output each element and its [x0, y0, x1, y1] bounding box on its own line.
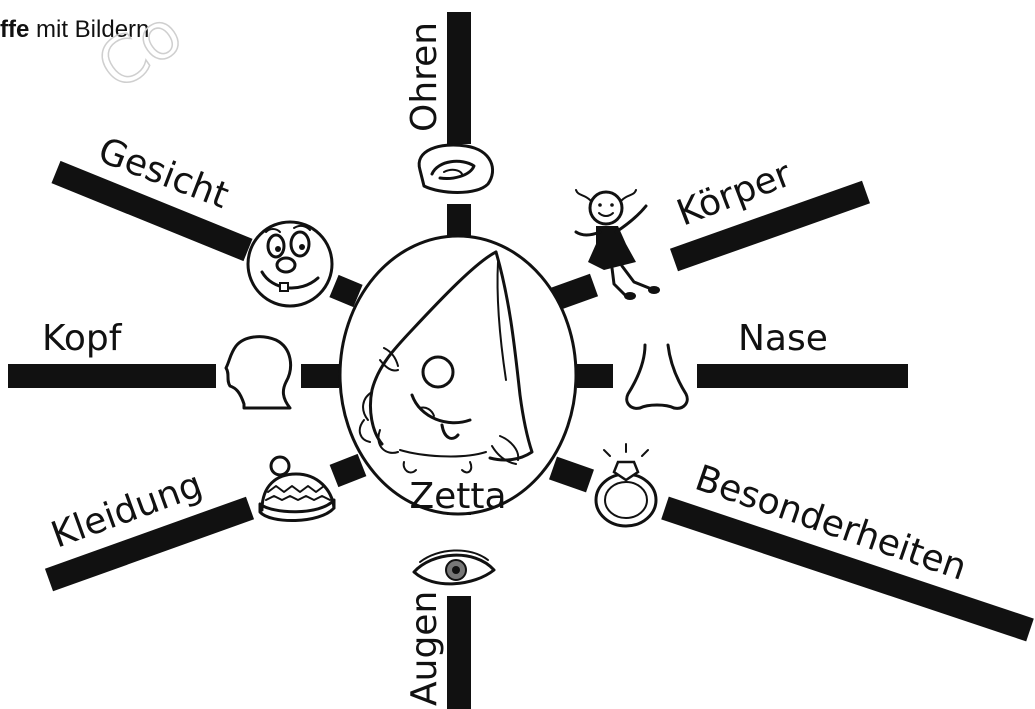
spoke-bar-augen-bottom — [447, 596, 471, 709]
spoke-bar-kopf-left — [8, 364, 216, 388]
spoke-bar-kopf-right — [301, 364, 339, 388]
label-ohren: Ohren — [404, 22, 445, 132]
cartoon-face-icon — [248, 222, 332, 306]
spoke-bar-koerper-inner — [555, 285, 594, 299]
label-kopf: Kopf — [42, 318, 123, 359]
spoke-bar-ohren-top — [447, 12, 471, 144]
label-nase: Nase — [738, 318, 828, 359]
spoke-bar-besonderheiten-inner — [553, 468, 590, 481]
ring-icon — [596, 444, 656, 526]
spoke-bar-gesicht-inner — [334, 286, 358, 296]
spoke-bar-kleidung-inner — [334, 465, 362, 476]
nose-icon — [627, 345, 688, 408]
center-ellipse — [340, 236, 576, 514]
header-bold: ffe — [0, 16, 29, 43]
ear-icon — [419, 145, 492, 193]
eye-icon — [414, 550, 494, 583]
spoke-bar-nase-right — [697, 364, 908, 388]
spoke-bar-nase-left — [577, 364, 613, 388]
knit-hat-icon — [260, 457, 334, 521]
center-name: Zetta — [409, 476, 506, 517]
spoke-bar-ohren-bottom — [447, 204, 471, 238]
head-profile-icon — [226, 337, 291, 408]
label-augen: Augen — [404, 591, 445, 706]
